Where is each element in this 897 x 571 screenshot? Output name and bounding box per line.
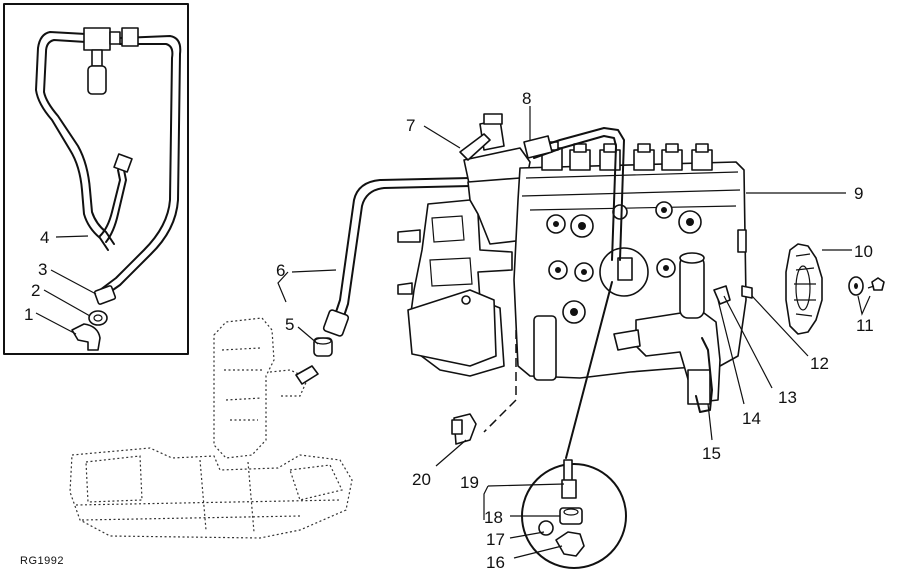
callout-20: 20 bbox=[412, 470, 431, 489]
inset-branch-line-inner bbox=[99, 169, 121, 237]
injection-pump bbox=[397, 113, 753, 413]
lift-pump-plunger bbox=[679, 255, 705, 319]
inset-tee-cap bbox=[121, 27, 139, 47]
leader-2 bbox=[43, 289, 91, 317]
callout-6: 6 bbox=[276, 261, 285, 280]
callout-11: 11 bbox=[856, 316, 874, 335]
inset-frame bbox=[3, 3, 189, 355]
inset-branch-nut bbox=[113, 153, 133, 173]
pipe-15 bbox=[695, 337, 713, 413]
fuel-line-6-nut bbox=[322, 309, 350, 337]
callout-19: 19 bbox=[460, 473, 479, 492]
governor-cover bbox=[407, 289, 497, 367]
lift-pump-base bbox=[687, 369, 711, 405]
pump-bosses bbox=[546, 201, 702, 324]
callout-17: 17 bbox=[486, 530, 505, 549]
inset-tee-fitting bbox=[83, 27, 111, 51]
return-line-8 bbox=[529, 127, 625, 261]
callout-1: 1 bbox=[24, 305, 33, 324]
sleeve-5 bbox=[313, 337, 333, 357]
callout-13: 13 bbox=[778, 388, 797, 407]
callout-10: 10 bbox=[854, 242, 873, 261]
inset-tee-stem bbox=[91, 49, 103, 67]
callout-3: 3 bbox=[38, 260, 47, 279]
detail-nut-19 bbox=[561, 479, 577, 499]
leader-5 bbox=[297, 326, 319, 345]
leader-3 bbox=[50, 269, 97, 295]
inset-tee-bulb bbox=[87, 65, 107, 95]
fuel-line-6: 6 5 bbox=[276, 177, 471, 357]
engine-outline-dotted bbox=[69, 317, 353, 539]
detail-oring-17 bbox=[538, 520, 554, 536]
inset-fuel-line-inner bbox=[43, 39, 115, 245]
detail-elbow-16 bbox=[555, 531, 585, 557]
return-line-fitting bbox=[523, 135, 553, 159]
callout-5: 5 bbox=[285, 315, 294, 334]
engine-injector-fitting bbox=[295, 365, 319, 385]
callout-16: 16 bbox=[486, 553, 505, 571]
callout-leaders bbox=[423, 106, 871, 559]
filter-tube bbox=[533, 315, 557, 381]
bleed-screw bbox=[459, 133, 491, 161]
figure-code: RG1992 bbox=[20, 555, 64, 567]
callout-14: 14 bbox=[742, 409, 761, 428]
callout-7: 7 bbox=[406, 116, 415, 135]
leader-4 bbox=[55, 235, 89, 238]
detail-pointer bbox=[565, 281, 613, 459]
callout-8: 8 bbox=[522, 89, 531, 108]
callout-2: 2 bbox=[31, 281, 40, 300]
stud-12 bbox=[741, 285, 753, 299]
inset-fuel-line bbox=[35, 31, 109, 251]
inset-elbow-1 bbox=[71, 323, 101, 351]
detail-sleeve-18 bbox=[559, 507, 583, 525]
callout-9: 9 bbox=[854, 184, 863, 203]
inset-sleeve-2 bbox=[88, 310, 108, 326]
inset-return-line-inner bbox=[99, 43, 174, 291]
inset-box: 4 3 2 1 bbox=[3, 3, 189, 355]
governor-shaft bbox=[397, 229, 421, 243]
inset-tee-nut bbox=[109, 31, 121, 45]
callout-18: 18 bbox=[484, 508, 503, 527]
leader-1 bbox=[35, 312, 77, 335]
callout-15: 15 bbox=[702, 444, 721, 463]
inset-nut-3 bbox=[93, 285, 117, 305]
bolt-washer-11 bbox=[848, 276, 885, 296]
callout-12: 12 bbox=[810, 354, 829, 373]
inset-branch-line bbox=[105, 169, 127, 243]
callout-4: 4 bbox=[40, 228, 49, 247]
assembly-dash-line bbox=[483, 330, 517, 433]
gear-10 bbox=[785, 243, 823, 335]
leader-6 bbox=[277, 271, 289, 303]
